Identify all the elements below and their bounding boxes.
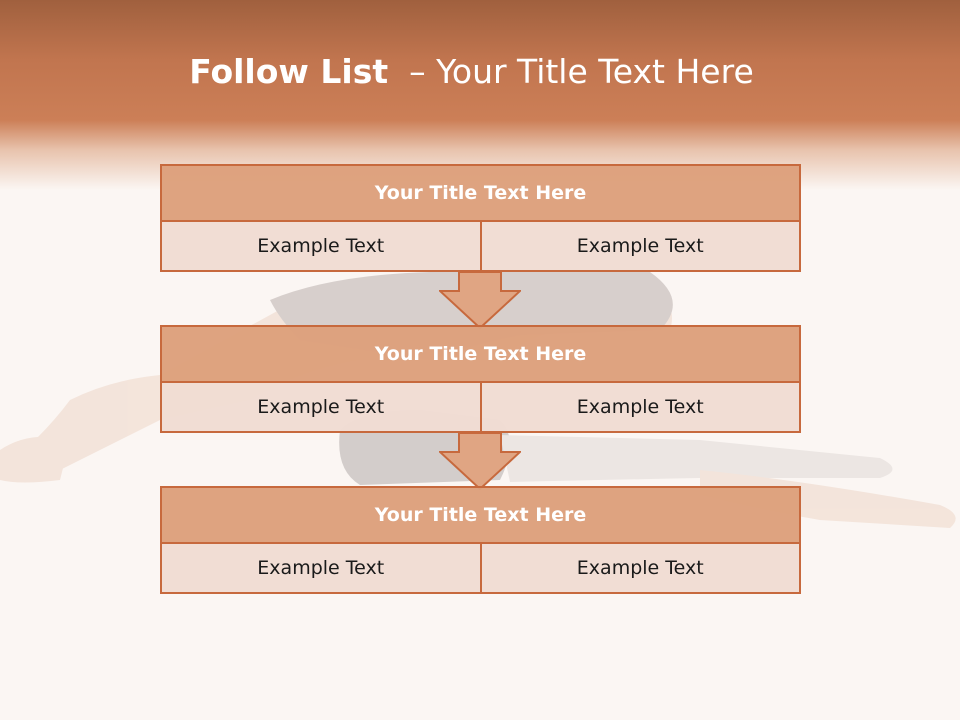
step-title: Your Title Text Here bbox=[160, 164, 801, 222]
step-box-2: Your Title Text Here Example Text Exampl… bbox=[160, 325, 801, 433]
slide-title: Follow List – Your Title Text Here bbox=[0, 52, 943, 91]
step-row: Example Text Example Text bbox=[160, 222, 801, 272]
step-cell-right: Example Text bbox=[481, 383, 801, 433]
step-cell-right: Example Text bbox=[481, 544, 801, 594]
step-title: Your Title Text Here bbox=[160, 486, 801, 544]
step-cell-right: Example Text bbox=[481, 222, 801, 272]
step-cell-left: Example Text bbox=[160, 383, 482, 433]
step-cell-left: Example Text bbox=[160, 544, 482, 594]
step-title: Your Title Text Here bbox=[160, 325, 801, 383]
step-row: Example Text Example Text bbox=[160, 383, 801, 433]
step-box-3: Your Title Text Here Example Text Exampl… bbox=[160, 486, 801, 594]
step-box-1: Your Title Text Here Example Text Exampl… bbox=[160, 164, 801, 272]
slide-title-bold: Follow List bbox=[189, 52, 389, 91]
down-arrow-icon bbox=[439, 271, 521, 329]
step-row: Example Text Example Text bbox=[160, 544, 801, 594]
down-arrow-icon bbox=[439, 432, 521, 490]
slide-title-rest: – Your Title Text Here bbox=[388, 52, 754, 91]
step-cell-left: Example Text bbox=[160, 222, 482, 272]
